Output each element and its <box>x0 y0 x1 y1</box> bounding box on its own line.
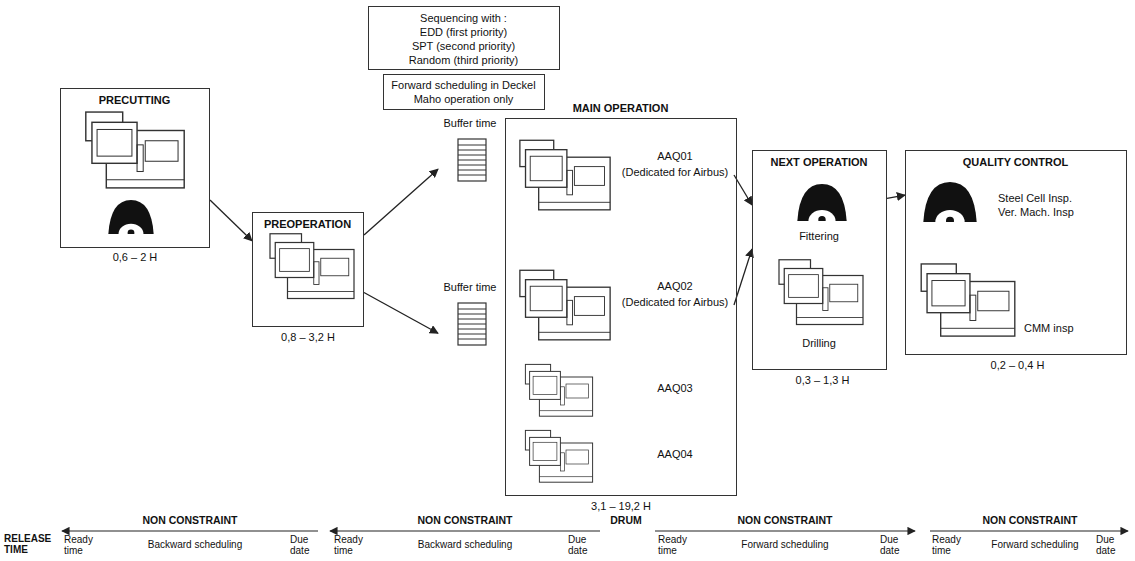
duration: 0,3 – 1,3 H <box>780 374 865 387</box>
flow-arrow <box>364 169 438 235</box>
node-text: AAQ03 <box>616 381 734 395</box>
node-text: Fittering <box>753 229 885 243</box>
node-text: Ver. Mach. Insp <box>998 205 1123 219</box>
segment-end: Ready time <box>658 535 694 556</box>
segment-end: Due date <box>1096 535 1126 556</box>
buffer-icon <box>458 303 486 345</box>
machine-icon <box>86 112 184 188</box>
duration: 0,2 – 0,4 H <box>975 359 1060 372</box>
note-box: Sequencing with :EDD (first priority)SPT… <box>368 6 560 70</box>
segment-end: Due date <box>568 535 598 556</box>
heading: PREOPERATION <box>253 217 362 231</box>
machine-icon <box>520 140 610 210</box>
machine-icon <box>270 234 354 299</box>
process-box: NEXT OPERATION FitteringDrilling <box>752 150 887 370</box>
node-text: (Dedicated for Airbus) <box>616 295 734 309</box>
heading: MAIN OPERATION <box>506 101 735 115</box>
machine-icon <box>525 430 592 482</box>
heading: QUALITY CONTROL <box>906 155 1125 169</box>
operator-icon <box>108 200 153 244</box>
process-box: PREOPERATION <box>252 212 364 327</box>
duration: 0,8 – 3,2 H <box>268 331 348 344</box>
buffer-icon <box>458 139 486 181</box>
segment-title: NON CONSTRAINT <box>715 514 855 526</box>
node-text: AAQ04 <box>616 447 734 461</box>
flow-arrow <box>364 293 438 334</box>
segment-end: Ready time <box>334 535 370 556</box>
heading: PRECUTTING <box>61 93 208 107</box>
segment-end: Due date <box>880 535 910 556</box>
node-text: AAQ01 <box>616 149 734 163</box>
node-text: Drilling <box>753 336 885 350</box>
node-text: Sequencing with : <box>369 11 558 25</box>
node-text: Buffer time <box>438 116 502 130</box>
machine-station: AAQ03 <box>514 359 734 421</box>
note-box: Forward scheduling in Deckel Maho operat… <box>383 74 545 110</box>
heading: NEXT OPERATION <box>753 155 885 169</box>
node-text: AAQ02 <box>616 279 734 293</box>
duration: 3,1 – 19,2 H <box>571 500 671 513</box>
machine-icon <box>921 264 1015 336</box>
flow-arrow <box>210 200 252 241</box>
machine-icon <box>525 364 592 416</box>
buffer: Buffer time <box>438 116 502 192</box>
flow-arrow <box>887 195 905 198</box>
process-box: PRECUTTING <box>60 88 210 248</box>
node-text: EDD (first priority) <box>369 25 558 39</box>
duration: 0,6 – 2 H <box>95 251 175 264</box>
segment-label: Backward scheduling <box>410 540 520 551</box>
timeline-arrow <box>930 530 1128 531</box>
segment-title: DRUM <box>604 514 648 526</box>
segment-title: NON CONSTRAINT <box>395 514 535 526</box>
operator-icon <box>797 184 846 232</box>
machine-station: AAQ04 <box>514 425 734 487</box>
node-text: Buffer time <box>438 280 502 294</box>
segment-end: Ready time <box>932 535 968 556</box>
axis-title: RELEASE TIME <box>4 533 56 555</box>
segment-end: Ready time <box>64 535 100 556</box>
timeline-arrow <box>330 530 600 531</box>
machine-station: AAQ02 (Dedicated for Airbus) <box>514 259 734 351</box>
node-text: Forward scheduling in Deckel Maho operat… <box>389 78 538 106</box>
segment-label: Backward scheduling <box>140 540 250 551</box>
node-text: CMM insp <box>1024 321 1124 335</box>
process-box: MAIN OPERATIONAAQ01(Dedicated for Airbus… <box>505 118 737 496</box>
process-box: QUALITY CONTROL Steel Cell Insp.Ver. Mach… <box>905 150 1127 355</box>
node-text: Random (third priority) <box>369 53 558 67</box>
segment-title: NON CONSTRAINT <box>960 514 1100 526</box>
node-text: (Dedicated for Airbus) <box>616 165 734 179</box>
machine-icon <box>520 270 610 340</box>
operator-icon <box>923 182 976 234</box>
machine-station: AAQ01 (Dedicated for Airbus) <box>514 129 734 221</box>
node-text: Steel Cell Insp. <box>998 191 1123 205</box>
segment-end: Due date <box>290 535 318 556</box>
buffer: Buffer time <box>438 280 502 356</box>
machine-icon <box>779 260 863 325</box>
segment-title: NON CONSTRAINT <box>120 514 260 526</box>
segment-label: Forward scheduling <box>735 540 835 551</box>
segment-label: Forward scheduling <box>985 540 1085 551</box>
timeline-arrow <box>655 530 915 531</box>
timeline-arrow <box>62 530 318 531</box>
node-text: SPT (second priority) <box>369 39 558 53</box>
